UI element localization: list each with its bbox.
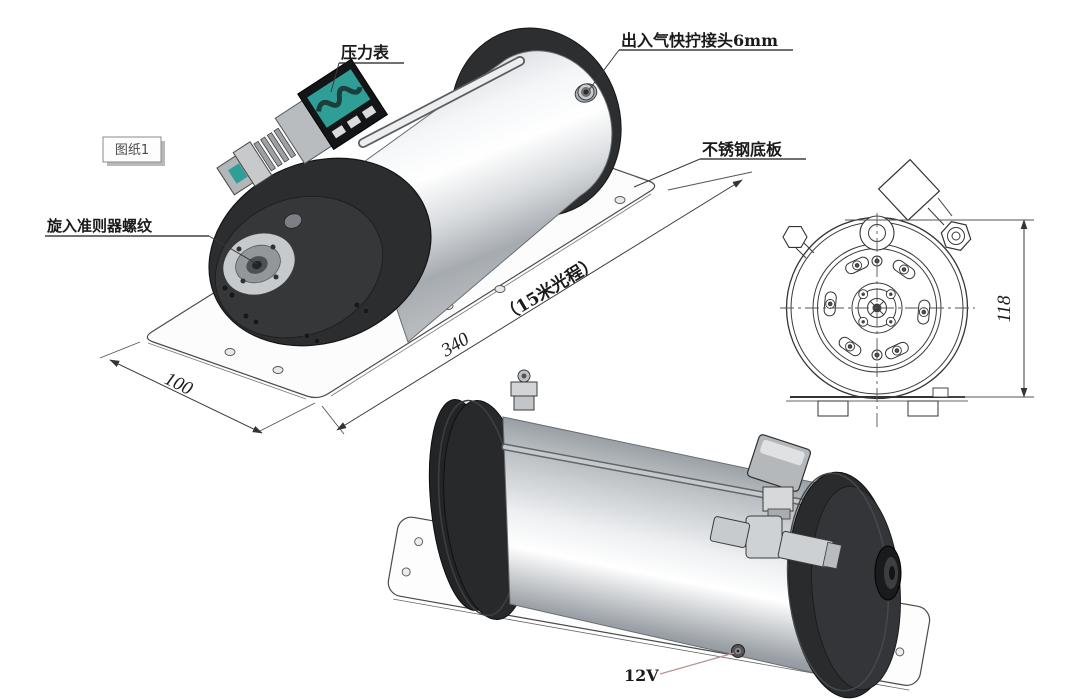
gas-port-callout: 出入气快拧接头6mm [588, 31, 793, 91]
gas-port-label: 出入气快拧接头6mm [621, 31, 778, 50]
sheet-tag-label: 图纸1 [115, 143, 149, 158]
pressure-gauge-callout: 压力表 [330, 43, 404, 93]
gas-connector [574, 83, 598, 103]
front-view: 118 [780, 158, 1034, 430]
right-flange-bottom [786, 471, 902, 699]
front-gauge-diamond [877, 158, 972, 251]
valve-left-nut [709, 516, 751, 548]
collimator-thread-leader [208, 235, 258, 265]
dimension-height: 118 [845, 219, 1034, 398]
front-base-plate [786, 387, 968, 417]
collimator-hub [222, 232, 296, 296]
pressure-gauge-label: 压力表 [341, 43, 390, 62]
gauge-threads [253, 127, 297, 172]
power-callout: 12V [624, 644, 745, 685]
collimator-thread-label: 旋入准则器螺纹 [46, 217, 153, 235]
gauge-buttons [331, 105, 377, 139]
mirror-slots [823, 255, 931, 361]
front-foot-right [907, 400, 939, 417]
iso-view-bottom: 12V [387, 369, 931, 699]
tie-rod [358, 56, 525, 148]
sheet-tag-box [102, 136, 162, 163]
valve-stem [762, 486, 794, 512]
front-left-fitting [782, 226, 815, 259]
iso-view-main: 压力表 出入气快拧接头6mm 图纸1 不锈钢底板 旋入准则器螺纹 [45, 27, 806, 435]
left-port-fitting [510, 369, 538, 411]
gas-port-leader [588, 49, 620, 91]
flange-port-hole [283, 213, 303, 229]
front-gas-hex [940, 221, 972, 251]
valve-body [745, 515, 783, 559]
pressure-gauge [216, 58, 389, 196]
front-plate-tab [932, 387, 949, 398]
front-foot-left [817, 400, 849, 417]
dim-118-text: 118 [994, 295, 1015, 323]
sheet-tag: 图纸1 [102, 136, 165, 166]
base-plate-label: 不锈钢底板 [702, 140, 783, 159]
power-leader [659, 652, 735, 675]
gauge-teal-port [228, 163, 248, 184]
tie-rod-bottom [501, 443, 811, 507]
power-label: 12V [624, 666, 659, 685]
gauge-screen-digits [316, 85, 363, 112]
gauge-hex-nut [232, 141, 273, 187]
collimator-thread-callout: 旋入准则器螺纹 [45, 217, 258, 265]
needle-valve [709, 434, 843, 570]
pressure-gauge-leader [330, 62, 340, 93]
